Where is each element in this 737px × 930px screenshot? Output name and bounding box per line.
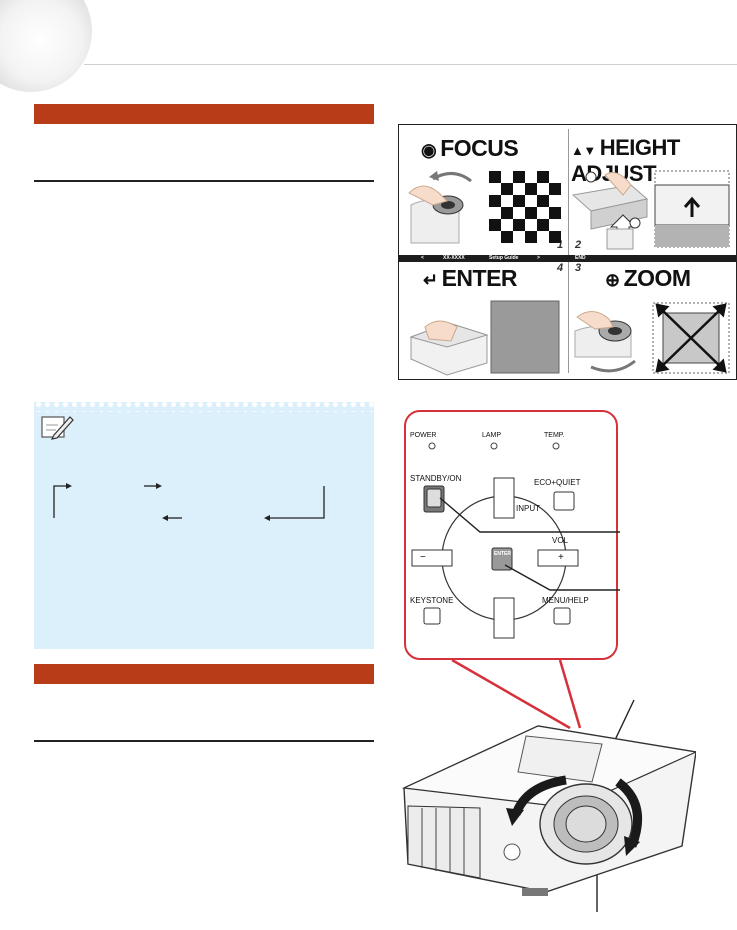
- plus-key-label: +: [558, 552, 564, 563]
- lamp-indicator-label: LAMP: [482, 432, 502, 439]
- zoom-scene: [574, 302, 730, 374]
- minus-key-label: −: [420, 552, 426, 563]
- setup-guide-illustration: ◉FOCUS ▲▼HEIGHT ADJUST ↵ENTER ⊕ZOOM < XX…: [398, 124, 737, 380]
- focus-scene: [408, 171, 561, 244]
- enter-scene: [409, 300, 560, 376]
- zoom-title: ⊕ZOOM: [605, 265, 691, 291]
- section-rule-focus: [34, 180, 374, 182]
- enter-icon: ↵: [423, 270, 438, 290]
- vol-label: VOL: [552, 536, 569, 545]
- section-rule-zoom: [34, 740, 374, 742]
- menu-help-label: MENU/HELP: [542, 596, 589, 605]
- height-adjust-scene: [571, 170, 730, 250]
- projector-illustration: [401, 725, 696, 896]
- temp-indicator-label: TEMP.: [544, 432, 565, 439]
- input-label: INPUT: [516, 504, 540, 513]
- guide-strip: < XX-XXXX Setup Guide > END: [399, 255, 736, 262]
- zoom-icon: ⊕: [605, 270, 620, 290]
- focus-title: ◉FOCUS: [421, 135, 519, 161]
- guide-divider: [568, 129, 569, 373]
- enter-key-label: ENTER: [494, 551, 511, 557]
- up-down-icon: ▲▼: [571, 143, 596, 158]
- control-panel-art: [411, 442, 579, 639]
- cycle-diagram: [53, 483, 325, 521]
- standby-label: STANDBY/ON: [410, 474, 462, 483]
- control-panel-closeup: POWER LAMP TEMP. STANDBY/ON ECO+QUIET IN…: [404, 410, 618, 660]
- chapter-tab-circle: [0, 0, 92, 92]
- focus-icon: ◉: [421, 140, 437, 160]
- keystone-label: KEYSTONE: [410, 596, 454, 605]
- eco-quiet-label: ECO+QUIET: [534, 478, 581, 487]
- note-box-perforation: [34, 402, 374, 412]
- section-bar-focus: [34, 104, 374, 124]
- power-indicator-label: POWER: [410, 432, 437, 439]
- header-rule: [84, 64, 737, 65]
- section-bar-zoom: [34, 664, 374, 684]
- note-box: [34, 402, 374, 649]
- note-pencil-icon: [41, 416, 74, 440]
- enter-title: ↵ENTER: [423, 265, 518, 291]
